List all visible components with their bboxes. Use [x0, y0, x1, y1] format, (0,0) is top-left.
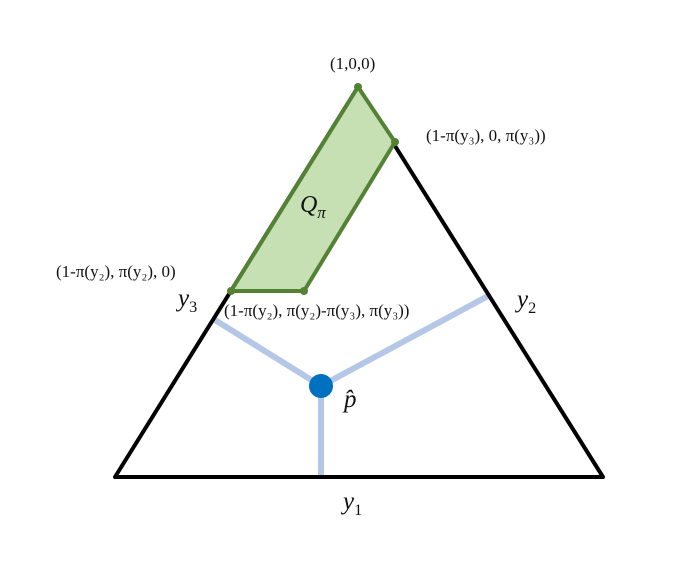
- label-y2: y2: [517, 286, 536, 318]
- y1-base: y: [343, 488, 355, 515]
- y3-base: y: [178, 285, 190, 312]
- label-p-hat: p̂: [344, 386, 357, 413]
- region-label-sub: π: [317, 202, 326, 222]
- label-right-edge-point: (1-π(y₃), 0, π(y₃)): [426, 126, 546, 145]
- label-y1: y1: [343, 488, 362, 520]
- label-y3: y3: [178, 285, 197, 317]
- vertex-dot-right: [391, 138, 399, 146]
- projection-line-y2: [319, 293, 490, 389]
- label-inner-point: (1-π(y₂), π(y₂)-π(y₃), π(y₃)): [224, 301, 410, 320]
- vertex-dot-top: [354, 83, 362, 91]
- y2-sub: 2: [528, 299, 537, 317]
- projection-line-y3: [213, 317, 323, 389]
- projection-lines: [213, 293, 490, 477]
- region-label-base: Q: [300, 192, 318, 218]
- label-top-vertex: (1,0,0): [330, 54, 376, 73]
- region-vertices: [227, 83, 399, 295]
- region-q-pi: [229, 85, 397, 293]
- y1-sub: 1: [354, 501, 363, 519]
- y3-sub: 3: [189, 298, 198, 316]
- vertex-dot-inner: [300, 287, 308, 295]
- label-region-q-pi: Qπ: [300, 192, 326, 223]
- y2-base: y: [517, 286, 529, 313]
- vertex-dot-left: [227, 287, 235, 295]
- label-left-edge-point: (1-π(y₂), π(y₂), 0): [56, 262, 176, 281]
- point-p-hat: [309, 374, 333, 398]
